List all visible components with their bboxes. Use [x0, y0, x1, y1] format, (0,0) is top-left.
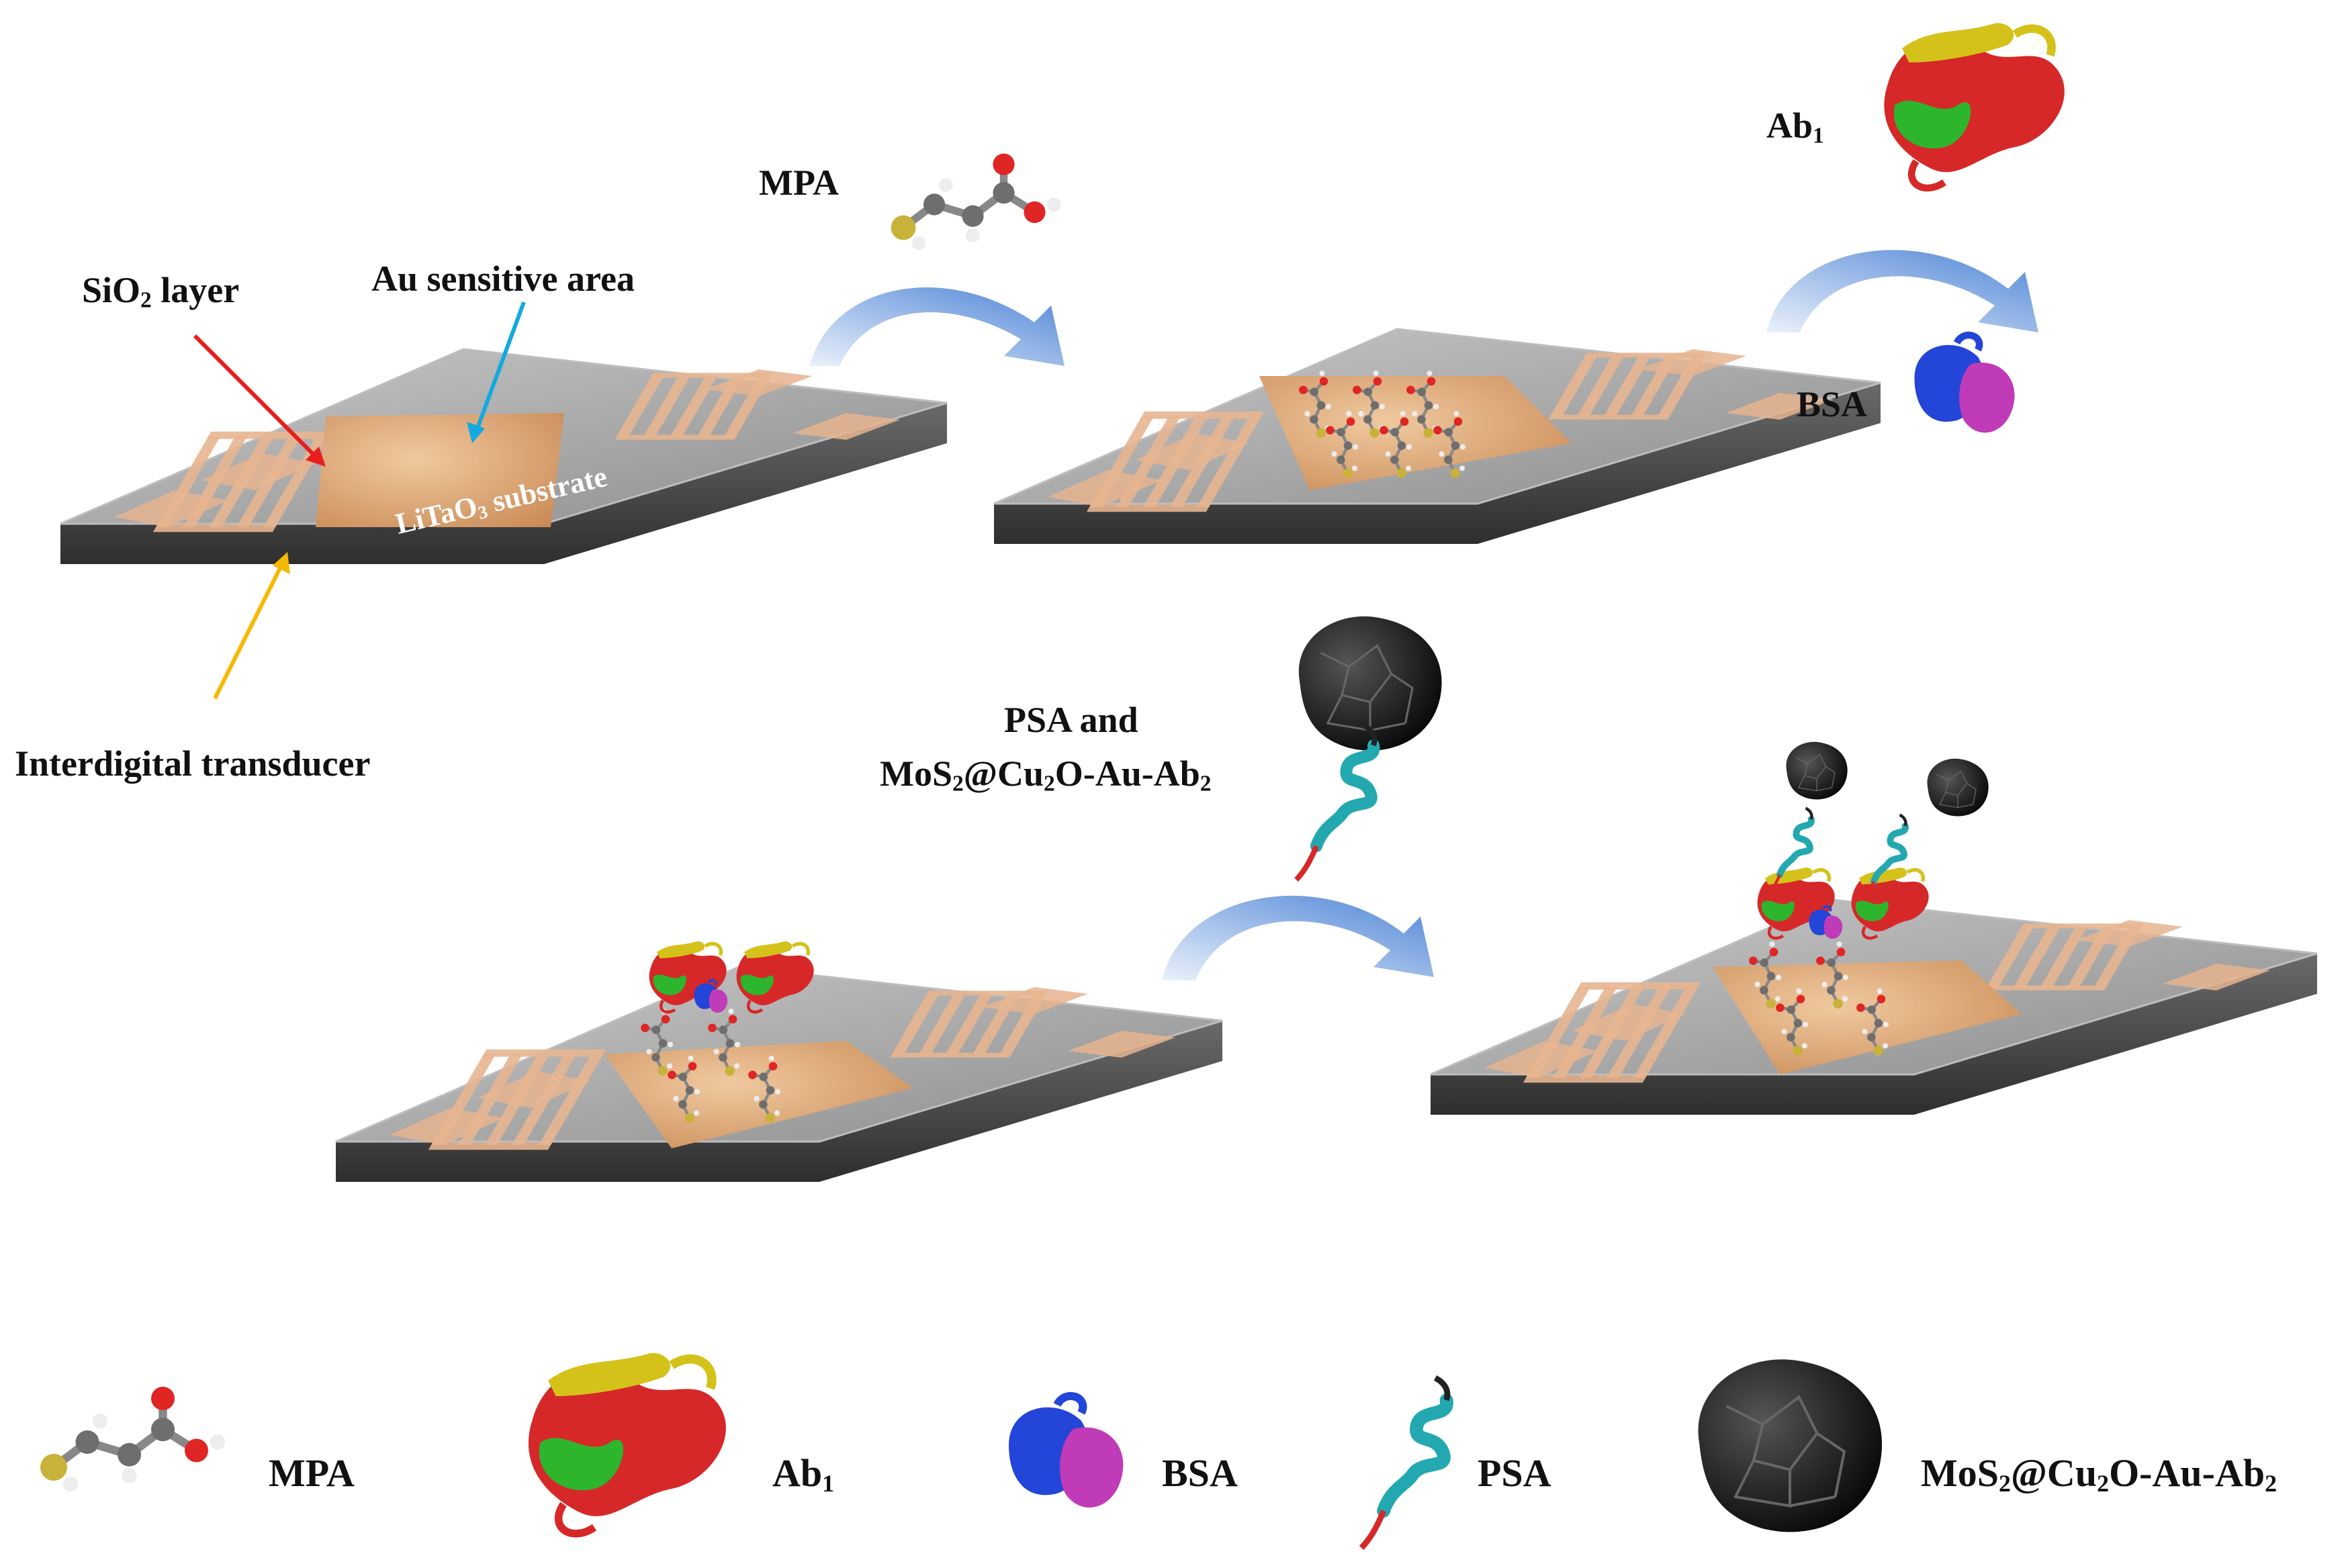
- process-arrow-3: [1162, 895, 1434, 980]
- label-step-psa-and: PSA and: [1004, 700, 1138, 740]
- legend-ab1-protein-icon: [529, 1353, 726, 1534]
- device-mpa: [993, 328, 1882, 545]
- device-ab1-bsa: [334, 941, 1224, 1183]
- device-bare: [59, 348, 948, 565]
- label-step-mpa: MPA: [759, 163, 839, 203]
- label-interdigital-transducer: Interdigital transducer: [15, 743, 371, 784]
- label-au-sensitive-area: Au sensitive area: [371, 259, 635, 299]
- legend-label-bsa: BSA: [1162, 1451, 1238, 1495]
- legend-mpa-molecule-icon: [40, 1387, 225, 1491]
- legend-psa-helix-icon: [1361, 1378, 1447, 1548]
- pointer-idt: [213, 552, 290, 700]
- legend-label-psa: PSA: [1478, 1451, 1551, 1495]
- step-ab1-protein-icon: [1884, 23, 2064, 188]
- legend-label-mos2-conjugate: MoS2@Cu2O-Au-Ab2: [1921, 1451, 2277, 1497]
- label-step-mos2-conjugate: MoS2@Cu2O-Au-Ab2: [880, 753, 1212, 796]
- legend-label-mpa: MPA: [269, 1451, 355, 1495]
- label-step-bsa: BSA: [1797, 384, 1868, 424]
- pointer-sio2: [193, 334, 326, 467]
- label-sio2-layer: SiO2 layer: [82, 270, 240, 313]
- label-step-ab1: Ab1: [1766, 105, 1824, 148]
- pointer-au: [467, 301, 526, 443]
- step-mpa-molecule-icon: [891, 154, 1061, 250]
- legend-bsa-protein-icon: [1009, 1396, 1123, 1508]
- legend-nanoparticle-icon: [1699, 1359, 1883, 1532]
- device-psa-np: [1429, 741, 2318, 1116]
- au-sensitive-pad: [316, 413, 564, 527]
- process-arrow-2: [1766, 250, 2038, 332]
- step-bsa-protein-icon: [1915, 335, 2015, 432]
- legend-label-ab1: Ab1: [772, 1451, 835, 1497]
- process-arrow-1: [809, 287, 1065, 366]
